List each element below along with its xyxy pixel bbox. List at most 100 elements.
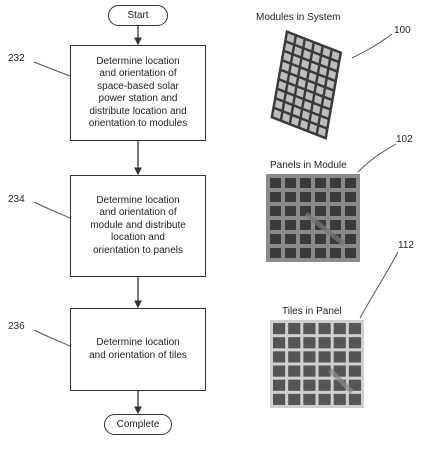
module-cell: [276, 90, 285, 100]
leader-236: [33, 329, 71, 347]
module-cell: [297, 78, 306, 88]
tile-cell: [273, 323, 286, 335]
panel-cell: [285, 206, 296, 216]
complete-node: Complete: [104, 414, 172, 435]
module-cell: [285, 93, 294, 104]
module-cell: [314, 94, 323, 105]
step-236-box: Determine location and orientation of ti…: [70, 308, 206, 391]
step-234-text: Determine location and orientation of mo…: [90, 194, 186, 256]
module-cell: [329, 60, 338, 70]
module-cell: [310, 113, 319, 124]
module-cell: [288, 74, 297, 85]
module-cell: [278, 80, 287, 91]
module-cell: [317, 75, 326, 86]
step-234-ref: 234: [8, 194, 25, 205]
panel-cell: [330, 178, 341, 188]
panels-grid-figure: [266, 174, 360, 262]
module-cell: [304, 40, 313, 50]
step-232-box: Determine location and orientation of sp…: [70, 45, 206, 141]
tiles-grid-background: [270, 320, 364, 408]
tile-cell: [333, 337, 346, 349]
tile-cell: [303, 351, 316, 363]
leader-100: [351, 33, 393, 59]
module-cell: [324, 88, 333, 99]
panel-cell: [285, 178, 296, 188]
tile-cell: [333, 323, 346, 335]
step-232-text: Determine location and orientation of sp…: [88, 55, 188, 130]
start-node: Start: [108, 5, 168, 26]
tiles-pointer-arrow: [328, 368, 354, 394]
module-cell: [313, 43, 322, 54]
panel-cell: [345, 220, 356, 230]
leader-232: [33, 61, 71, 77]
module-cell: [306, 81, 315, 92]
tile-cell: [288, 351, 301, 363]
tiles-in-panel-label: Tiles in Panel: [282, 306, 342, 317]
modules-grid-figure: [270, 30, 343, 140]
tile-cell: [303, 393, 316, 405]
panel-cell: [300, 248, 311, 258]
module-cell: [281, 61, 290, 72]
panel-cell: [270, 220, 281, 230]
tile-cell: [318, 379, 331, 391]
module-cell: [279, 71, 288, 81]
tile-cell: [318, 337, 331, 349]
panel-cell: [330, 192, 341, 202]
module-cell: [326, 79, 335, 89]
module-cell: [322, 47, 331, 57]
panel-cell: [315, 234, 326, 244]
panel-cell: [285, 192, 296, 202]
panel-cell: [315, 192, 326, 202]
modules-ref: 100: [394, 25, 411, 36]
panel-cell: [285, 248, 296, 258]
module-cell: [302, 49, 311, 60]
module-cell: [331, 50, 340, 61]
module-cell: [292, 55, 301, 66]
tiles-ref: 112: [398, 240, 414, 251]
step-236-text: Determine location and orientation of ti…: [89, 337, 187, 361]
panel-cell: [270, 234, 281, 244]
panel-cell: [330, 248, 341, 258]
tile-cell: [333, 379, 346, 391]
panel-cell: [315, 178, 326, 188]
tile-cell: [273, 393, 286, 405]
tile-cell: [288, 365, 301, 377]
tile-cell: [333, 351, 346, 363]
tile-cell: [348, 323, 361, 335]
panel-cell: [300, 192, 311, 202]
tile-cell: [333, 393, 346, 405]
tile-cell: [273, 379, 286, 391]
panels-pointer-arrow: [304, 212, 346, 246]
module-cell: [295, 36, 304, 47]
tile-cell: [273, 365, 286, 377]
leader-112: [359, 251, 399, 319]
module-cell: [292, 106, 301, 117]
panel-cell: [345, 178, 356, 188]
module-cell: [319, 66, 328, 76]
module-cell: [323, 98, 331, 108]
tile-cell: [303, 323, 316, 335]
module-cell: [284, 42, 293, 53]
tile-cell: [288, 337, 301, 349]
module-cell: [293, 46, 302, 56]
tile-cell: [348, 351, 361, 363]
tile-cell: [303, 365, 316, 377]
panel-cell: [315, 248, 326, 258]
module-cell: [286, 33, 295, 43]
module-cell: [287, 84, 296, 94]
panel-cell: [345, 192, 356, 202]
module-cell: [299, 68, 308, 79]
module-cell: [309, 123, 317, 133]
tile-cell: [273, 337, 286, 349]
module-cell: [290, 65, 299, 75]
tiles-grid-cells: [273, 323, 361, 405]
start-label: Start: [127, 10, 149, 21]
leader-102: [357, 143, 397, 173]
tile-cell: [348, 365, 361, 377]
panel-cell: [270, 206, 281, 216]
tile-cell: [348, 379, 361, 391]
complete-label: Complete: [116, 419, 160, 430]
module-cell: [319, 117, 328, 127]
step-234-box: Determine location and orientation of mo…: [70, 175, 206, 277]
tile-cell: [288, 323, 301, 335]
